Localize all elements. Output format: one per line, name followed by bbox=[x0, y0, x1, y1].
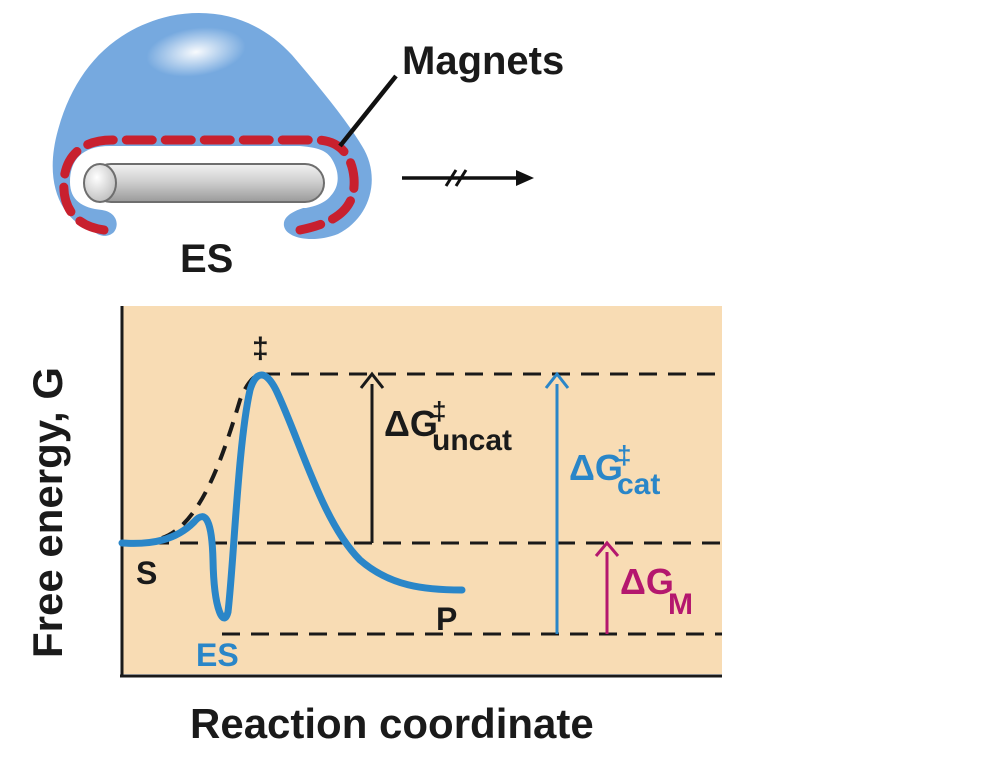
magnets-label: Magnets bbox=[402, 39, 564, 83]
enzyme-highlight bbox=[146, 27, 246, 77]
magnet-lining bbox=[59, 135, 359, 235]
enzyme-shape bbox=[52, 13, 372, 240]
delta-g-uncat-label: ΔG ‡ uncat bbox=[384, 387, 512, 457]
substrate-point-label: S bbox=[136, 555, 157, 591]
es-point-label: ES bbox=[196, 637, 239, 673]
enzyme-substrate-illustration: Magnets ES bbox=[52, 13, 564, 281]
delta-g-m-label: ΔG M bbox=[620, 561, 693, 621]
product-point-label: P bbox=[436, 601, 457, 637]
transition-state-symbol: ‡ bbox=[252, 332, 269, 365]
energy-plot: ‡ S ES P ΔG ‡ uncat ΔG ‡ cat ΔG M Free e… bbox=[24, 306, 722, 747]
delta-g-cat-arrow bbox=[544, 371, 570, 634]
delta-g-cat-label: ΔG ‡ cat bbox=[569, 431, 660, 501]
magnets-leader-line bbox=[338, 74, 398, 148]
delta-g-uncat-arrow bbox=[359, 371, 385, 543]
x-axis-label: Reaction coordinate bbox=[190, 700, 594, 747]
substrate-rod bbox=[83, 163, 325, 203]
blocked-reaction-arrow bbox=[402, 169, 534, 187]
es-complex-label: ES bbox=[180, 237, 233, 281]
y-axis-label: Free energy, G bbox=[24, 367, 71, 658]
delta-g-m-arrow bbox=[594, 540, 620, 634]
catalyzed-curve bbox=[118, 371, 466, 622]
